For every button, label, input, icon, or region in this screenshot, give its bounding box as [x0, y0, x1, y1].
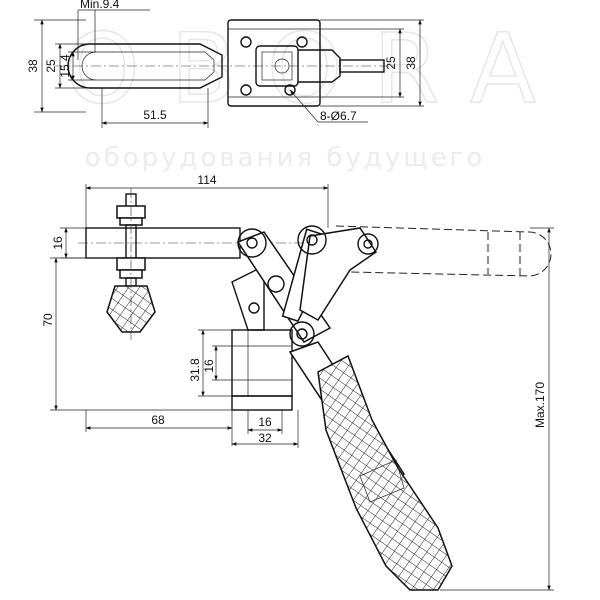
- handle: [288, 341, 453, 591]
- dim-height-left: 38: [26, 19, 86, 113]
- dim-base-small: 16: [202, 345, 232, 381]
- toggle-linkage: [236, 225, 379, 347]
- dim-height-right-inner: 25: [320, 28, 404, 98]
- dim-length-label: 51.5: [143, 108, 167, 122]
- dim-bar-thickness: 16: [51, 227, 86, 259]
- handle-open-phantom: [335, 225, 552, 277]
- dim-bar-thickness-label: 16: [51, 236, 65, 250]
- slotted-arm: [55, 43, 395, 89]
- dim-max-height: Max.170: [440, 227, 554, 591]
- dim-height-right-inner-label: 25: [384, 56, 398, 70]
- dim-height-right-outer-label: 38: [404, 56, 418, 70]
- linkage-top: [255, 45, 341, 87]
- dim-spindle-height-label: 70: [41, 313, 55, 327]
- spindle: [106, 188, 156, 340]
- dim-spindle-height: 70: [41, 257, 232, 411]
- dim-reach-label: 114: [197, 173, 216, 187]
- dim-slot-outer-label: 25: [44, 59, 58, 73]
- watermark: O B O R A оборудования будущего: [64, 12, 537, 173]
- dim-length: 51.5: [101, 88, 209, 128]
- dim-holes: 8-Ø6.7: [289, 89, 368, 123]
- dim-reach: 114: [85, 173, 329, 228]
- dim-max-height-label: Max.170: [533, 382, 547, 428]
- dim-base-foot-label: 32: [258, 431, 272, 445]
- dim-min-slot-label: Min.9.4: [80, 0, 120, 11]
- dim-height-left-label: 38: [26, 59, 40, 73]
- dim-base-foot-inner: 16: [247, 410, 283, 434]
- watermark-slogan: оборудования будущего: [85, 143, 486, 173]
- side-view: 114 16 70 31.8 16: [41, 173, 554, 591]
- dim-height-right-outer: 38: [320, 19, 424, 107]
- dim-base-offset: 68: [85, 410, 233, 446]
- dim-base-hole-pitch-label: 31.8: [188, 358, 202, 382]
- dim-base-small-label: 16: [202, 359, 216, 373]
- dim-base-foot-inner-label: 16: [258, 415, 272, 429]
- dim-base-offset-label: 68: [151, 413, 165, 427]
- watermark-logo: O B O R A: [64, 13, 535, 125]
- dim-base-foot: 32: [231, 410, 299, 448]
- base-plate-top: [227, 19, 321, 107]
- dim-holes-label: 8-Ø6.7: [320, 109, 357, 123]
- dim-slot-inner-label: 15.4: [58, 54, 72, 78]
- base-bracket: [231, 264, 293, 411]
- dim-base-hole-pitch: 31.8: [188, 329, 232, 397]
- dim-slot-inner: 15.4: [58, 51, 96, 81]
- dim-slot-outer: 25: [44, 43, 90, 89]
- top-view: Min.9.4 38 25 15.4 25: [26, 0, 424, 128]
- handle-top: [339, 59, 385, 73]
